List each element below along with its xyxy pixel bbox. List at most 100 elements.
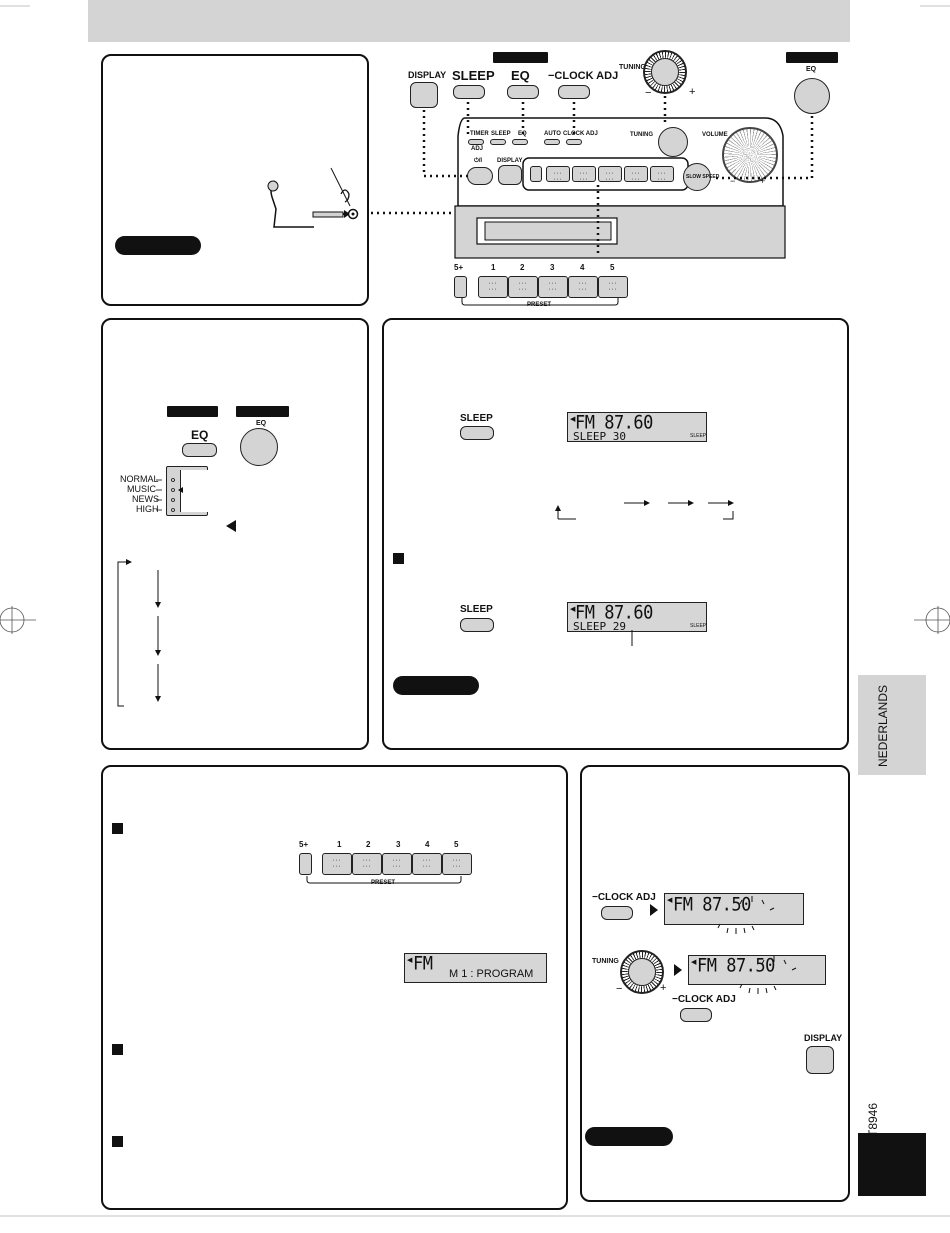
preset-key-5plus[interactable]: [299, 853, 312, 875]
device-sleep-button[interactable]: [490, 139, 506, 145]
device-volume-knob[interactable]: [722, 127, 778, 183]
device-preset-3[interactable]: ∙∙∙ ∙∙∙: [598, 166, 622, 183]
device-sleep-label: SLEEP: [491, 131, 511, 137]
top-preset-bracket: [461, 298, 619, 306]
top-preset-3[interactable]: ∙∙∙ ∙∙∙: [538, 276, 568, 298]
clock-lcd-2-blink-icon: [739, 956, 797, 994]
eq-panel-eq-right-label: EQ: [256, 420, 267, 427]
page-corner-tab: [858, 1133, 926, 1196]
preset-lcd-indicator: ◀: [407, 957, 413, 964]
clock-adj-button-1[interactable]: [601, 906, 633, 920]
tuning-label: TUNING: [619, 64, 646, 71]
preset-key-1[interactable]: ∙∙∙ ∙∙∙: [322, 853, 352, 875]
device-preset-5[interactable]: ∙∙∙ ∙∙∙: [650, 166, 674, 183]
preset-lcd-main: FM: [413, 953, 433, 975]
clock-adj-button[interactable]: [558, 85, 590, 99]
header-bar: [88, 0, 850, 42]
sleep-cycle-arrows: [555, 500, 734, 520]
tuning-knob-center: [651, 58, 679, 86]
device-display-button[interactable]: [498, 165, 522, 185]
device-tuning-knob[interactable]: [658, 127, 688, 157]
clock-step-arrow-2: [674, 964, 682, 976]
preset-key-dots: ∙∙∙ ∙∙∙: [608, 280, 618, 293]
preset-key-dots: ∙∙∙ ∙∙∙: [631, 170, 641, 183]
clock-adj-button-2[interactable]: [680, 1008, 712, 1022]
preset-key-4[interactable]: ∙∙∙ ∙∙∙: [412, 853, 442, 875]
clock-adj-label-2: −CLOCK ADJ: [672, 994, 736, 1005]
left-registration-mark: [0, 606, 36, 634]
preset-key-dots: ∙∙∙ ∙∙∙: [392, 857, 402, 870]
device-volume-minus: −: [730, 176, 736, 186]
clock-adj-label-1: −CLOCK ADJ: [592, 892, 656, 903]
eq-black-tab-1: [167, 406, 218, 417]
top-black-tab-2: [786, 52, 838, 63]
device-timer-label: TIMER: [470, 131, 489, 137]
device-eq-button[interactable]: [512, 139, 528, 145]
sleep-panel-sleep-button[interactable]: [460, 426, 494, 440]
eq-panel-eq-button[interactable]: [182, 443, 217, 457]
device-preset-4[interactable]: ∙∙∙ ∙∙∙: [624, 166, 648, 183]
device-preset-1[interactable]: ∙∙∙ ∙∙∙: [546, 166, 570, 183]
eq-mode-leds: [156, 478, 183, 512]
device-auto-button[interactable]: [544, 139, 560, 145]
top-preset-2[interactable]: ∙∙∙ ∙∙∙: [508, 276, 538, 298]
top-preset-5[interactable]: ∙∙∙ ∙∙∙: [598, 276, 628, 298]
top-black-tab-1: [493, 52, 548, 63]
sleep-lcd-2-indicator: ◀: [570, 606, 576, 613]
eq-round-button[interactable]: [794, 78, 830, 114]
sleep-lcd-1-sub: SLEEP 30: [573, 430, 626, 443]
eq-indicator-arrow-icon: [226, 520, 236, 532]
clock-step-arrow-1: [650, 904, 658, 916]
device-clock-adj-button[interactable]: [566, 139, 582, 145]
sleep-label: SLEEP: [452, 68, 495, 83]
preset-key-dots: ∙∙∙ ∙∙∙: [332, 857, 342, 870]
clock-tuning-label: TUNING: [592, 958, 619, 965]
display-button[interactable]: [410, 82, 438, 108]
top-preset-label-1: 1: [491, 263, 496, 272]
sleep-lcd-2-sub: SLEEP 29: [573, 620, 626, 633]
top-preset-caption: PRESET: [527, 302, 552, 308]
eq-label: EQ: [511, 68, 530, 83]
device-clock-adj-label: CLOCK ADJ: [563, 131, 598, 137]
device-preset-5plus[interactable]: [530, 166, 542, 182]
language-tab: [858, 675, 926, 775]
sleep-lcd-2: ◀ FM 87.60 SLEEP 29 SLEEP: [567, 602, 707, 633]
clock-adj-label: −CLOCK ADJ: [548, 70, 619, 82]
clock-lcd-2: ◀ FM 87.50: [688, 955, 826, 985]
preset-key-dots: ∙∙∙ ∙∙∙: [605, 170, 615, 183]
top-preset-4[interactable]: ∙∙∙ ∙∙∙: [568, 276, 598, 298]
preset-key-5[interactable]: ∙∙∙ ∙∙∙: [442, 853, 472, 875]
sleep-button[interactable]: [453, 85, 485, 99]
sleep-lcd-1-tag: SLEEP: [690, 433, 707, 439]
preset-label-2: 2: [366, 840, 371, 849]
preset-label-5: 5: [454, 840, 459, 849]
preset-key-dots: ∙∙∙ ∙∙∙: [518, 280, 528, 293]
eq-cycle-flow: [117, 559, 161, 707]
eq-panel-round-button[interactable]: [240, 428, 278, 466]
device-slow-speed-button[interactable]: [683, 163, 711, 191]
preset-key-dots: ∙∙∙ ∙∙∙: [579, 170, 589, 183]
eq-right-label: EQ: [806, 66, 817, 73]
sleep-panel-sleep-button-2[interactable]: [460, 618, 494, 632]
clock-display-button[interactable]: [806, 1046, 834, 1074]
eq-button[interactable]: [507, 85, 539, 99]
clock-display-label: DISPLAY: [804, 1033, 843, 1043]
clock-tuning-plus: +: [660, 982, 667, 994]
preset-key-2[interactable]: ∙∙∙ ∙∙∙: [352, 853, 382, 875]
device-timer-button[interactable]: [468, 139, 484, 145]
sleep-lcd-2-pointer: [631, 630, 633, 646]
top-preset-1[interactable]: ∙∙∙ ∙∙∙: [478, 276, 508, 298]
device-preset-2[interactable]: ∙∙∙ ∙∙∙: [572, 166, 596, 183]
sleep-lcd-1-indicator: ◀: [570, 416, 576, 423]
eq-black-tab-2: [236, 406, 289, 417]
preset-key-3[interactable]: ∙∙∙ ∙∙∙: [382, 853, 412, 875]
clock-tuning-minus: −: [616, 983, 623, 995]
top-preset-5plus[interactable]: [454, 276, 467, 298]
device-volume-plus: +: [760, 176, 766, 186]
eq-mode-high: HIGH: [136, 504, 159, 514]
headphone-leader-line: [371, 211, 457, 215]
top-preset-label-5plus: 5+: [454, 263, 464, 272]
clock-lcd-2-indicator: ◀: [691, 959, 697, 966]
preset-key-dots: ∙∙∙ ∙∙∙: [657, 170, 667, 183]
device-power-label: ⏻/I: [474, 158, 483, 164]
